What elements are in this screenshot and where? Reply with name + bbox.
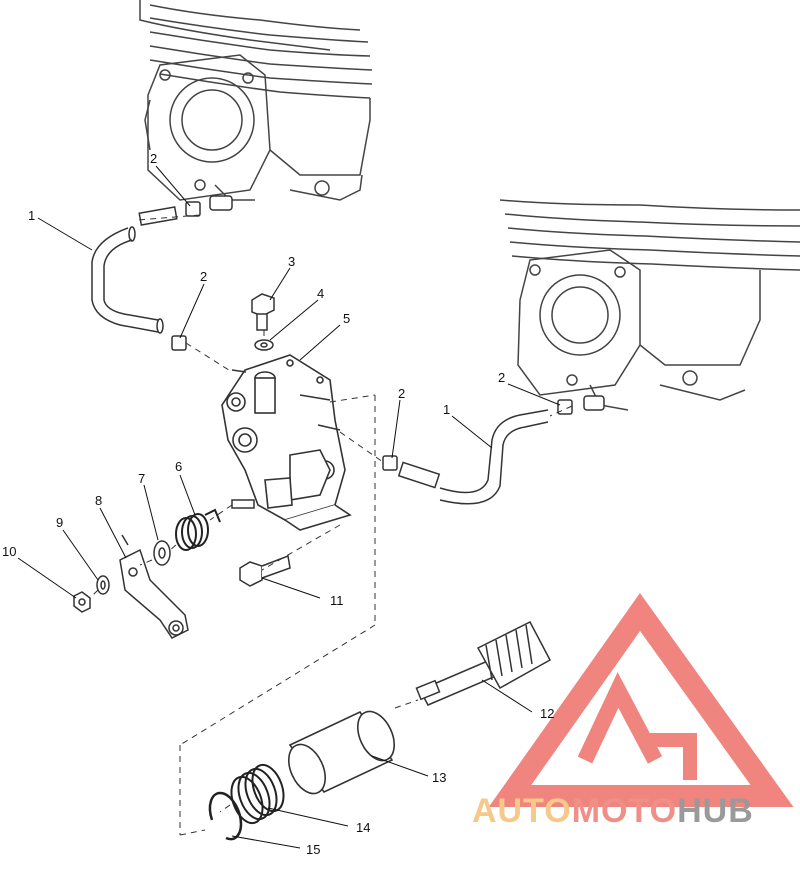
- drive-gear-shaft: [415, 621, 552, 706]
- callout-numbers: 1 2 2 3 4 5 2 1 2 6 7 8 9 10 11 12 13 14…: [2, 151, 554, 857]
- hex-nut: [73, 591, 91, 613]
- watermark-text: AUTOMOTOHUB: [472, 792, 754, 830]
- return-spring: [175, 508, 221, 551]
- callout-6: 6: [175, 459, 182, 474]
- oil-hose-right: [397, 409, 549, 505]
- callout-14: 14: [356, 820, 370, 835]
- svg-text:AUTOMOTOHUB: AUTOMOTOHUB: [472, 792, 754, 830]
- callout-8: 8: [95, 493, 102, 508]
- banjo-bolt: [251, 293, 275, 331]
- watermark-hub: HUB: [677, 792, 754, 830]
- callout-4: 4: [317, 286, 324, 301]
- callout-2-mid: 2: [200, 269, 207, 284]
- watermark-moto: MOTO: [572, 792, 677, 830]
- hose-clamp-right: [557, 395, 605, 415]
- oil-pump-body: [221, 354, 352, 531]
- coil-spring: [230, 763, 285, 825]
- hose-clamp-top-left: [185, 195, 233, 217]
- snap-ring: [208, 791, 243, 841]
- callout-15: 15: [306, 842, 320, 857]
- callout-11: 11: [330, 593, 344, 608]
- shaft-bushing: [288, 710, 395, 795]
- assembly-guide-lines: [89, 214, 573, 836]
- engine-cylinder-top: [139, 0, 373, 201]
- callout-1-right: 1: [443, 402, 450, 417]
- callout-13: 13: [432, 770, 446, 785]
- callout-2-right: 2: [498, 370, 505, 385]
- callout-2-top: 2: [150, 151, 157, 166]
- callout-3: 3: [288, 254, 295, 269]
- engine-cylinder-right: [499, 199, 800, 411]
- control-lever: [119, 534, 189, 639]
- hose-clamp-center: [382, 455, 398, 471]
- mounting-screw: [239, 554, 291, 587]
- flat-washer: [153, 540, 171, 566]
- hose-clamp-mid-left: [171, 335, 187, 351]
- oil-hose-left: [91, 206, 178, 334]
- lock-washer: [96, 575, 110, 595]
- callout-2-center: 2: [398, 386, 405, 401]
- watermark-logo: [488, 593, 794, 807]
- callout-7: 7: [138, 471, 145, 486]
- callout-12: 12: [540, 706, 554, 721]
- sealing-washer: [254, 339, 274, 351]
- callout-1-left: 1: [28, 208, 35, 223]
- callout-5: 5: [343, 311, 350, 326]
- callout-10: 10: [2, 544, 16, 559]
- callout-leaders: [17, 165, 561, 849]
- pump-shaft: [231, 499, 255, 509]
- watermark-auto: AUTO: [472, 792, 572, 830]
- callout-9: 9: [56, 515, 63, 530]
